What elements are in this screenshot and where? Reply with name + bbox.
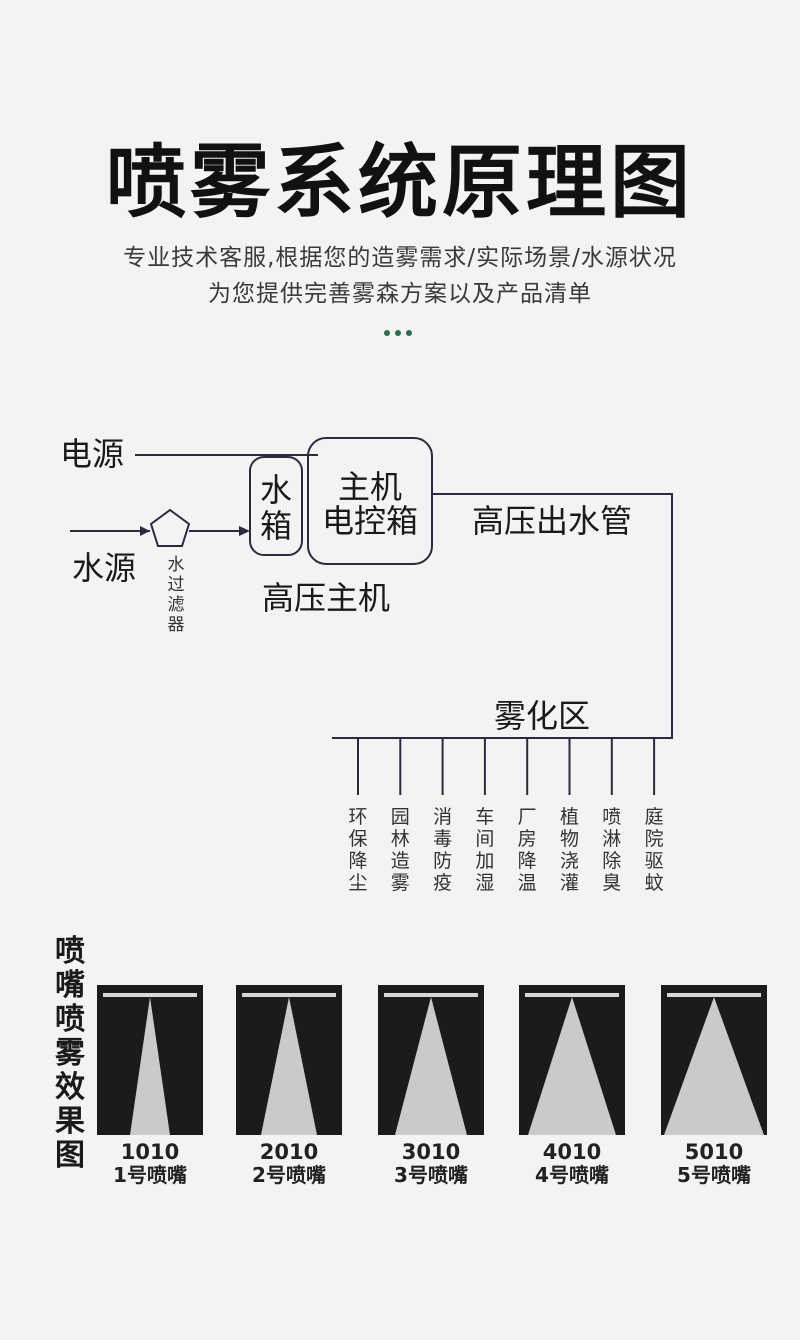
application-label: 厂房降温: [517, 806, 537, 894]
filter-pentagon-icon: [149, 508, 191, 547]
nozzle-code: 5010: [684, 1140, 744, 1164]
application-label: 消毒防疫: [433, 806, 453, 894]
tank-box: [249, 456, 303, 556]
nozzle-code: 3010: [401, 1140, 461, 1164]
nozzle-code: 2010: [259, 1140, 319, 1164]
spray-cone: [261, 997, 317, 1135]
nozzle-name: 3号喷嘴: [394, 1163, 468, 1187]
application-label: 车间加湿: [475, 806, 495, 894]
subtitle-line-2: 为您提供完善雾森方案以及产品清单: [208, 281, 592, 307]
application-label: 植物浇灌: [559, 806, 579, 894]
spray-cone: [130, 997, 170, 1135]
power-label: 电源: [60, 435, 125, 473]
decorative-dots: [384, 330, 412, 336]
main-unit-line1: 主机: [337, 468, 402, 506]
subtitle-line-1: 专业技术客服,根据您的造雾需求/实际场景/水源状况: [123, 245, 677, 271]
main-unit-line2: 电控箱: [321, 502, 418, 540]
spray-photo: [378, 985, 484, 1135]
spray-cone: [528, 997, 616, 1135]
nozzle-code: 4010: [542, 1140, 602, 1164]
zone-label: 雾化区: [494, 697, 591, 735]
diagram-lines: [70, 437, 673, 795]
main-unit-box: [307, 437, 433, 565]
water-source-label: 水源: [72, 549, 137, 587]
spray-photo: [661, 985, 767, 1135]
spray-photo: [97, 985, 203, 1135]
application-label: 环保降尘: [348, 806, 368, 894]
spray-cone: [395, 997, 467, 1135]
application-label: 喷淋除臭: [602, 806, 622, 894]
system-diagram: 电源 水源 水过滤器 水箱 主机 电控箱 高压主机 高压出水管 雾化区 环保降尘…: [60, 435, 673, 894]
nozzle-name: 5号喷嘴: [677, 1163, 751, 1187]
tank-label: 水箱: [259, 471, 292, 545]
nozzle-code: 1010: [120, 1140, 180, 1164]
page-title: 喷雾系统原理图: [106, 136, 694, 229]
nozzle-name: 4号喷嘴: [535, 1163, 609, 1187]
pipe-label: 高压出水管: [472, 502, 633, 540]
spray-photo: [519, 985, 625, 1135]
nozzle-name: 1号喷嘴: [113, 1163, 187, 1187]
application-label: 园林造雾: [390, 806, 410, 894]
nozzle-name: 2号喷嘴: [252, 1163, 326, 1187]
application-label: 庭院驱蚊: [644, 806, 664, 894]
high-pressure-unit-label: 高压主机: [262, 579, 391, 617]
spray-photo: [236, 985, 342, 1135]
effects-title: 喷嘴喷雾效果图: [55, 934, 85, 1173]
spray-cone: [664, 997, 764, 1135]
filter-label: 水过滤器: [167, 555, 185, 635]
